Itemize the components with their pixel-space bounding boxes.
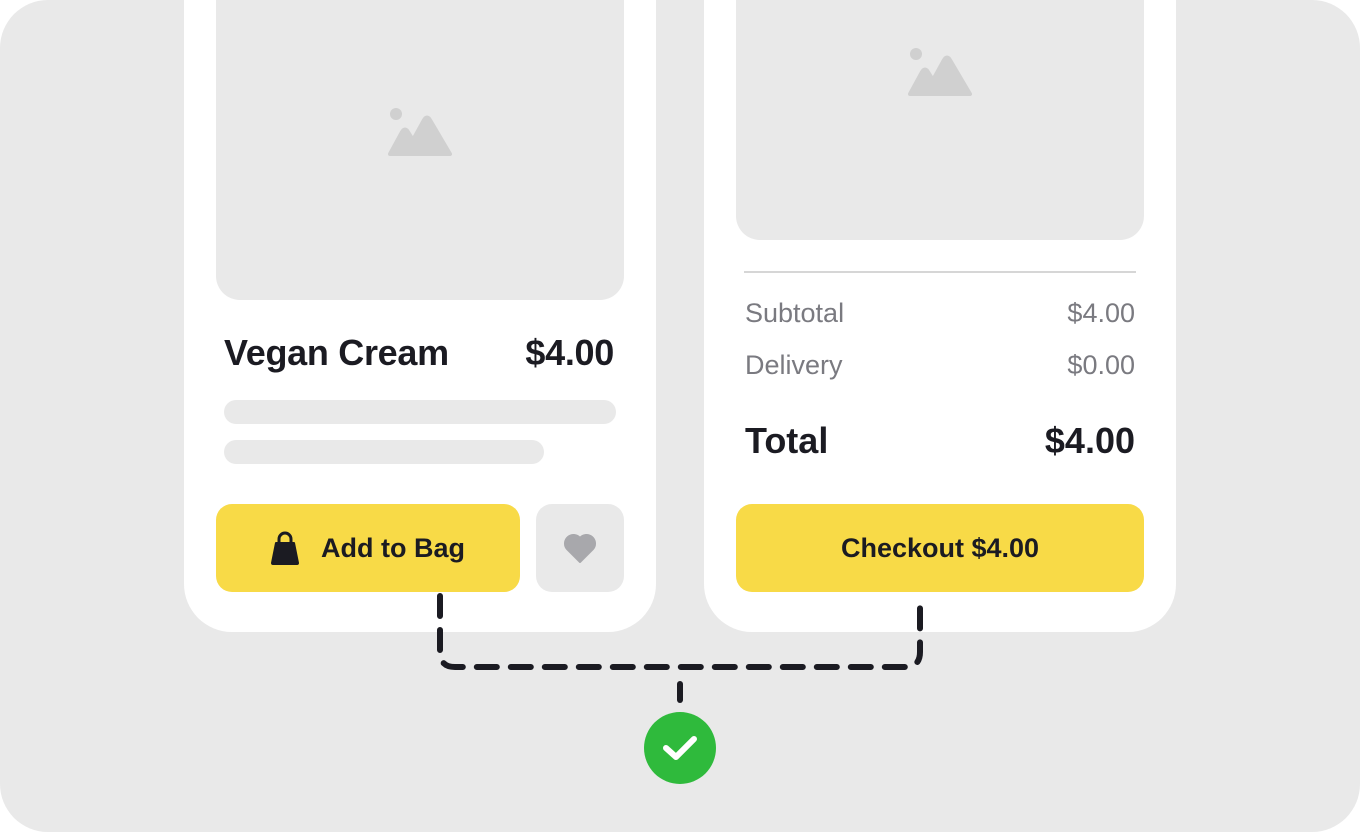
summary-divider <box>744 271 1136 273</box>
add-to-bag-button[interactable]: Add to Bag <box>216 504 520 592</box>
image-placeholder-icon <box>908 48 972 96</box>
shopping-bag-icon <box>271 531 299 565</box>
order-summary-card: Subtotal $4.00 Delivery $0.00 Total $4.0… <box>704 0 1176 632</box>
description-skeleton-line <box>224 440 544 464</box>
product-title-row: Vegan Cream $4.00 <box>224 332 614 374</box>
product-card: Vegan Cream $4.00 Add to Bag <box>184 0 656 632</box>
success-badge <box>644 712 716 784</box>
product-image-placeholder <box>736 0 1144 240</box>
product-price: $4.00 <box>525 332 614 373</box>
delivery-value: $0.00 <box>1067 350 1135 380</box>
total-row: Total $4.00 <box>745 420 1135 462</box>
favorite-button[interactable] <box>536 504 624 592</box>
add-to-bag-label: Add to Bag <box>321 532 465 563</box>
description-skeleton-line <box>224 400 616 424</box>
subtotal-value: $4.00 <box>1067 298 1135 328</box>
total-value: $4.00 <box>1044 420 1135 461</box>
delivery-row: Delivery $0.00 <box>745 350 1135 381</box>
subtotal-row: Subtotal $4.00 <box>745 298 1135 329</box>
heart-icon <box>564 534 596 563</box>
subtotal-label: Subtotal <box>745 298 845 328</box>
product-name: Vegan Cream <box>224 332 449 373</box>
checkmark-icon <box>663 736 697 760</box>
delivery-label: Delivery <box>745 350 843 380</box>
image-placeholder-icon <box>388 108 452 156</box>
checkout-button[interactable]: Checkout $4.00 <box>736 504 1144 592</box>
total-label: Total <box>745 420 829 461</box>
product-image-placeholder <box>216 0 624 300</box>
checkout-label: Checkout $4.00 <box>840 532 1040 563</box>
